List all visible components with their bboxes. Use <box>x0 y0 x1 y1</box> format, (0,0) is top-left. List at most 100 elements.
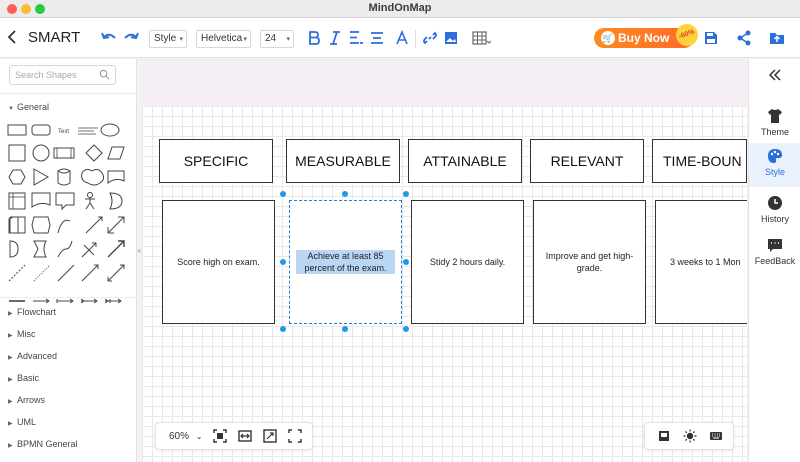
header-box-specific[interactable]: SPECIFIC <box>159 139 273 183</box>
fit-width-button[interactable] <box>238 429 252 445</box>
insert-link-button[interactable] <box>421 29 439 47</box>
body-box-time-bound[interactable]: 3 weeks to 1 Mon <box>655 200 747 324</box>
fullscreen-button[interactable] <box>288 429 302 445</box>
shape-palette[interactable]: Text <box>6 121 130 353</box>
font-color-button[interactable] <box>393 29 411 47</box>
tape-shape <box>31 192 51 208</box>
font-select[interactable]: Helvetica ▾ <box>196 30 251 48</box>
ellipse-shape <box>100 123 120 137</box>
undo-icon <box>101 32 116 40</box>
body-box-specific[interactable]: Score high on exam. <box>162 200 275 324</box>
section-advanced-label: Advanced <box>17 351 58 361</box>
shirt-icon <box>768 109 782 123</box>
collapse-panel-button[interactable] <box>767 67 783 86</box>
theme-tab-label: Theme <box>760 127 789 137</box>
maximize-window-button[interactable] <box>35 4 45 14</box>
caret-down-icon: ▾ <box>286 36 290 43</box>
document-title[interactable]: SMART <box>28 29 81 46</box>
feedback-tab[interactable]: FeedBack <box>749 232 800 276</box>
search-icon <box>99 69 110 80</box>
insert-image-button[interactable] <box>442 29 460 47</box>
link-icon <box>423 31 437 45</box>
undo-button[interactable] <box>100 29 118 47</box>
resize-handle-bottom-right[interactable] <box>403 326 409 332</box>
align-button[interactable] <box>368 29 386 47</box>
square-shape <box>8 144 26 162</box>
delay-shape <box>9 240 19 258</box>
panel-divider <box>0 297 137 298</box>
body-box-relevant[interactable]: Improve and get high-grade. <box>533 200 646 324</box>
actual-size-button[interactable] <box>263 429 277 445</box>
header-box-attainable[interactable]: ATTAINABLE <box>408 139 522 183</box>
resize-handle-top-right[interactable] <box>403 191 409 197</box>
text-shape: Text <box>58 129 69 135</box>
triangle-right-icon: ▶ <box>8 443 13 449</box>
export-folder-icon <box>770 33 784 44</box>
internal-storage-shape <box>8 192 26 210</box>
resize-handle-top[interactable] <box>342 191 348 197</box>
font-size-select[interactable]: 24 ▾ <box>260 30 294 48</box>
buy-now-button[interactable]: 🛒 Buy Now -60% <box>594 20 702 50</box>
section-uml[interactable]: ▶UML <box>8 417 36 427</box>
body-text-measurable[interactable]: Achieve at least 85 percent of the exam. <box>296 250 395 274</box>
section-misc[interactable]: ▶Misc <box>8 329 36 339</box>
share-button[interactable] <box>735 29 753 47</box>
section-flowchart[interactable]: ▶Flowchart <box>8 307 56 317</box>
feedback-icon <box>768 239 782 252</box>
bold-button[interactable] <box>305 29 323 47</box>
bidirectional-arrow-shape <box>85 216 103 234</box>
resize-handle-top-left[interactable] <box>280 191 286 197</box>
panel-collapse-handle[interactable]: « <box>137 246 142 255</box>
theme-tab[interactable]: Theme <box>749 103 800 147</box>
outline-button[interactable] <box>657 429 671 445</box>
section-bpmn-general[interactable]: ▶BPMN General <box>8 439 78 449</box>
italic-button[interactable] <box>326 29 344 47</box>
cloud-shape <box>81 168 105 186</box>
section-uml-label: UML <box>17 417 37 427</box>
section-flowchart-label: Flowchart <box>17 307 57 317</box>
section-basic[interactable]: ▶Basic <box>8 373 39 383</box>
line-shape <box>57 264 75 282</box>
resize-handle-bottom-left[interactable] <box>280 326 286 332</box>
view-toolbar <box>644 422 734 450</box>
section-advanced[interactable]: ▶ Advanced <box>8 351 57 361</box>
style-select[interactable]: Style ▾ <box>149 30 187 48</box>
circle-shape <box>32 144 50 162</box>
redo-button[interactable] <box>122 29 140 47</box>
resize-handle-bottom[interactable] <box>342 326 348 332</box>
underline-button[interactable] <box>347 29 365 47</box>
theme-mode-button[interactable] <box>683 429 697 445</box>
section-arrows[interactable]: ▶Arrows <box>8 395 45 405</box>
body-text-relevant: Improve and get high-grade. <box>545 251 634 273</box>
resize-handle-left[interactable] <box>280 259 286 265</box>
triangle-right-icon: ▶ <box>8 355 13 361</box>
search-shapes-input[interactable]: Search Shapes <box>9 65 116 85</box>
caret-down-icon: ▾ <box>243 36 247 43</box>
bidirectional-line-shape <box>107 264 125 282</box>
insert-table-button[interactable] <box>471 29 492 47</box>
save-button[interactable] <box>702 29 720 47</box>
bold-icon <box>309 31 320 45</box>
keyboard-shortcuts-button[interactable] <box>709 429 723 445</box>
style-tab[interactable]: Style <box>749 143 800 187</box>
section-general[interactable]: ▼General <box>8 102 49 112</box>
panel-divider <box>0 93 137 94</box>
section-general-label: General <box>17 102 50 112</box>
toolbar-divider <box>415 30 416 48</box>
header-box-relevant[interactable]: RELEVANT <box>530 139 644 183</box>
fit-width-icon <box>238 430 252 442</box>
triangle-right-icon: ▶ <box>8 399 13 405</box>
body-box-attainable[interactable]: Stidy 2 hours daily. <box>411 200 524 324</box>
export-button[interactable] <box>768 29 786 47</box>
zoom-select[interactable]: 60% ⌄ <box>169 429 203 445</box>
close-window-button[interactable] <box>7 4 17 14</box>
fit-screen-button[interactable] <box>213 429 227 445</box>
canvas-area[interactable]: SPECIFIC MEASURABLE ATTAINABLE RELEVANT … <box>141 59 747 462</box>
history-tab[interactable]: History <box>749 190 800 234</box>
resize-handle-right[interactable] <box>403 259 409 265</box>
back-button[interactable] <box>6 28 20 48</box>
minimize-window-button[interactable] <box>21 4 31 14</box>
body-box-measurable[interactable]: Achieve at least 85 percent of the exam. <box>289 200 402 324</box>
header-box-measurable[interactable]: MEASURABLE <box>286 139 400 183</box>
header-box-time-bound[interactable]: TIME-BOUN <box>652 139 747 183</box>
